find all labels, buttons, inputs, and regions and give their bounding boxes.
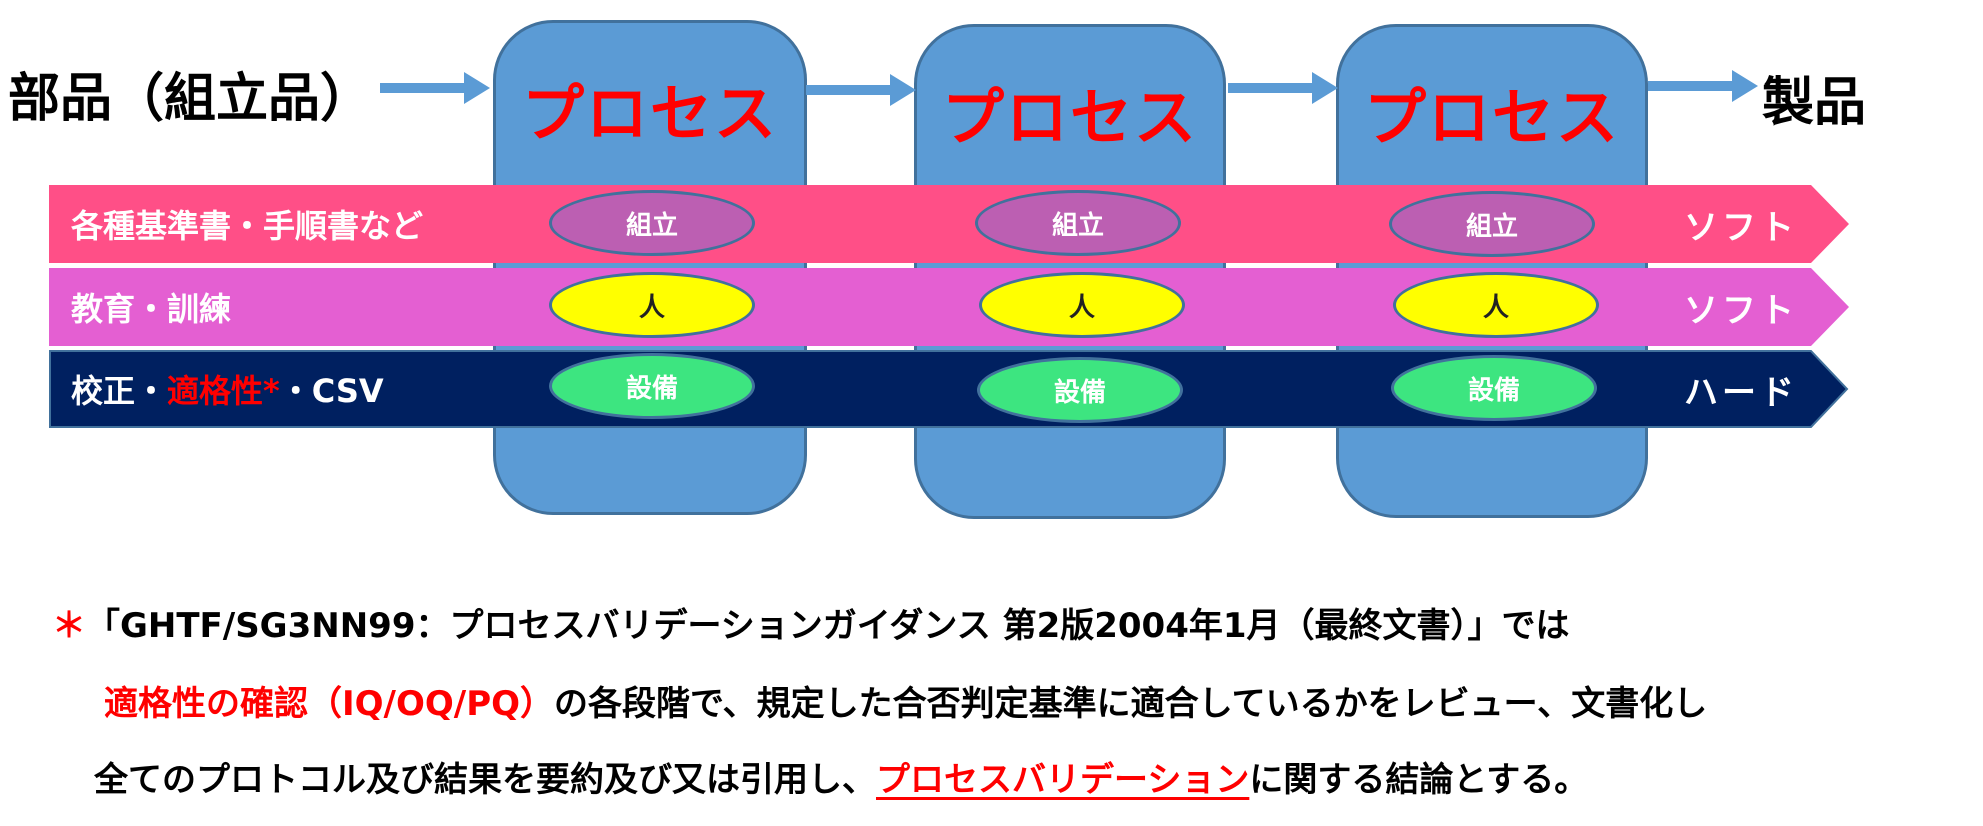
process-title: プロセス [521, 77, 778, 150]
input-label: 部品（組立品） [8, 69, 373, 129]
note-line-1: ＊「GHTF/SG3NN99：プロセスバリデーションガイダンス 第2版2004年… [52, 598, 1570, 647]
arrow-right-icon [806, 74, 916, 106]
band-label-prefix: 校正・ [71, 372, 168, 410]
arrow-right-icon [380, 72, 490, 104]
person-ellipse: 人 [1393, 272, 1599, 338]
note-text: の各段階で、規定した合否判定基準に適合しているかをレビュー、文書化し [554, 684, 1708, 724]
ellipse-label: 人 [638, 292, 665, 323]
band-calibration: 校正・適格性*・CSV ハード [49, 350, 1849, 428]
ellipse-label: 組立 [625, 210, 678, 241]
band-label: 校正・適格性*・CSV [71, 350, 384, 428]
equipment-ellipse: 設備 [549, 353, 755, 419]
band-type-label: ハード [1684, 372, 1798, 413]
ellipse-label: 人 [1068, 292, 1095, 323]
output-label: 製品 [1762, 73, 1867, 133]
band-standards: 各種基準書・手順書など ソフト [49, 185, 1849, 263]
band-arrow-shape [49, 185, 1849, 263]
note-line-2: 適格性の確認（IQ/OQ/PQ）の各段階で、規定した合否判定基準に適合しているか… [104, 676, 1707, 725]
note-highlight-process-validation: プロセスバリデーション [876, 760, 1250, 800]
person-ellipse: 人 [979, 272, 1185, 338]
process-box-1: プロセス [493, 20, 807, 515]
ellipse-label: 設備 [625, 373, 678, 404]
assembly-ellipse: 組立 [975, 190, 1181, 256]
band-label-highlight: 適格性* [167, 372, 280, 410]
ellipse-label: 組立 [1465, 211, 1518, 242]
arrow-right-icon [1228, 72, 1338, 104]
asterisk-marker: ＊ [52, 606, 86, 646]
person-ellipse: 人 [549, 272, 755, 338]
ellipse-label: 設備 [1467, 375, 1520, 406]
assembly-ellipse: 組立 [549, 190, 755, 256]
ellipse-label: 設備 [1053, 377, 1106, 408]
band-label: 各種基準書・手順書など [71, 207, 424, 245]
process-title: プロセス [1363, 81, 1620, 154]
note-text: に関する結論とする。 [1249, 760, 1589, 800]
ellipse-label: 組立 [1051, 210, 1104, 241]
note-line-3: 全てのプロトコル及び結果を要約及び又は引用し、プロセスバリデーションに関する結論… [94, 752, 1588, 801]
note-highlight-qualification: 適格性の確認（IQ/OQ/PQ） [104, 684, 555, 724]
band-type-label: ソフト [1684, 207, 1798, 248]
process-title: プロセス [941, 81, 1198, 154]
arrow-right-icon [1648, 70, 1758, 102]
note-text: 全てのプロトコル及び結果を要約及び又は引用し、 [94, 760, 876, 800]
ellipse-label: 人 [1482, 292, 1509, 323]
band-arrow-shape [49, 268, 1849, 346]
note-reference: 「GHTF/SG3NN99：プロセスバリデーションガイダンス 第2版2004年1… [86, 606, 1570, 646]
assembly-ellipse: 組立 [1389, 191, 1595, 257]
band-training: 教育・訓練 ソフト [49, 268, 1849, 346]
equipment-ellipse: 設備 [977, 357, 1183, 423]
band-type-label: ソフト [1684, 290, 1798, 331]
equipment-ellipse: 設備 [1391, 355, 1597, 421]
band-label: 教育・訓練 [71, 290, 232, 328]
band-label-suffix: ・CSV [279, 372, 384, 410]
band-arrow-shape [49, 350, 1849, 428]
